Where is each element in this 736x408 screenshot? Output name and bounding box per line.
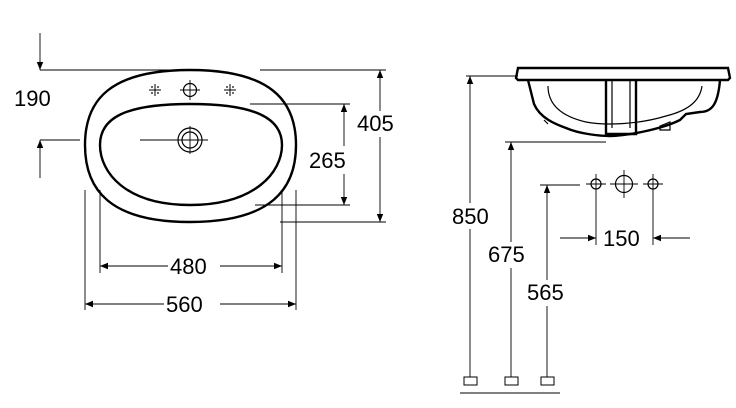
tap-holes-front xyxy=(586,170,663,198)
dimension-405: 405 xyxy=(260,69,402,223)
dim-265-label: 265 xyxy=(309,148,346,173)
dimension-565: 565 xyxy=(526,184,580,386)
dim-675-label: 675 xyxy=(488,242,525,267)
dim-565-label: 565 xyxy=(527,280,564,305)
dimension-150: 150 xyxy=(560,194,690,251)
dimension-190: 190 xyxy=(14,33,190,178)
tap-hole-center xyxy=(180,80,200,100)
basin-side-section xyxy=(514,66,732,138)
dim-480-label: 480 xyxy=(170,254,207,279)
dimension-850: 850 xyxy=(452,75,518,386)
basin-top-view xyxy=(83,68,298,224)
dim-560-label: 560 xyxy=(166,292,203,317)
dimension-265: 265 xyxy=(250,103,354,206)
drain-hole xyxy=(140,126,208,154)
dim-405-label: 405 xyxy=(357,111,394,136)
basin-outer-outline xyxy=(83,68,298,224)
tap-hole-mark-left xyxy=(148,83,162,97)
tap-hole-mark-right xyxy=(223,83,237,97)
dim-150-label: 150 xyxy=(603,226,640,251)
dimension-480: 480 xyxy=(99,190,283,279)
dimension-560: 560 xyxy=(84,190,297,317)
dimension-675: 675 xyxy=(488,141,606,386)
basin-bowl-outline xyxy=(98,102,284,207)
dim-190-label: 190 xyxy=(14,86,51,111)
dim-850-label: 850 xyxy=(452,204,489,229)
